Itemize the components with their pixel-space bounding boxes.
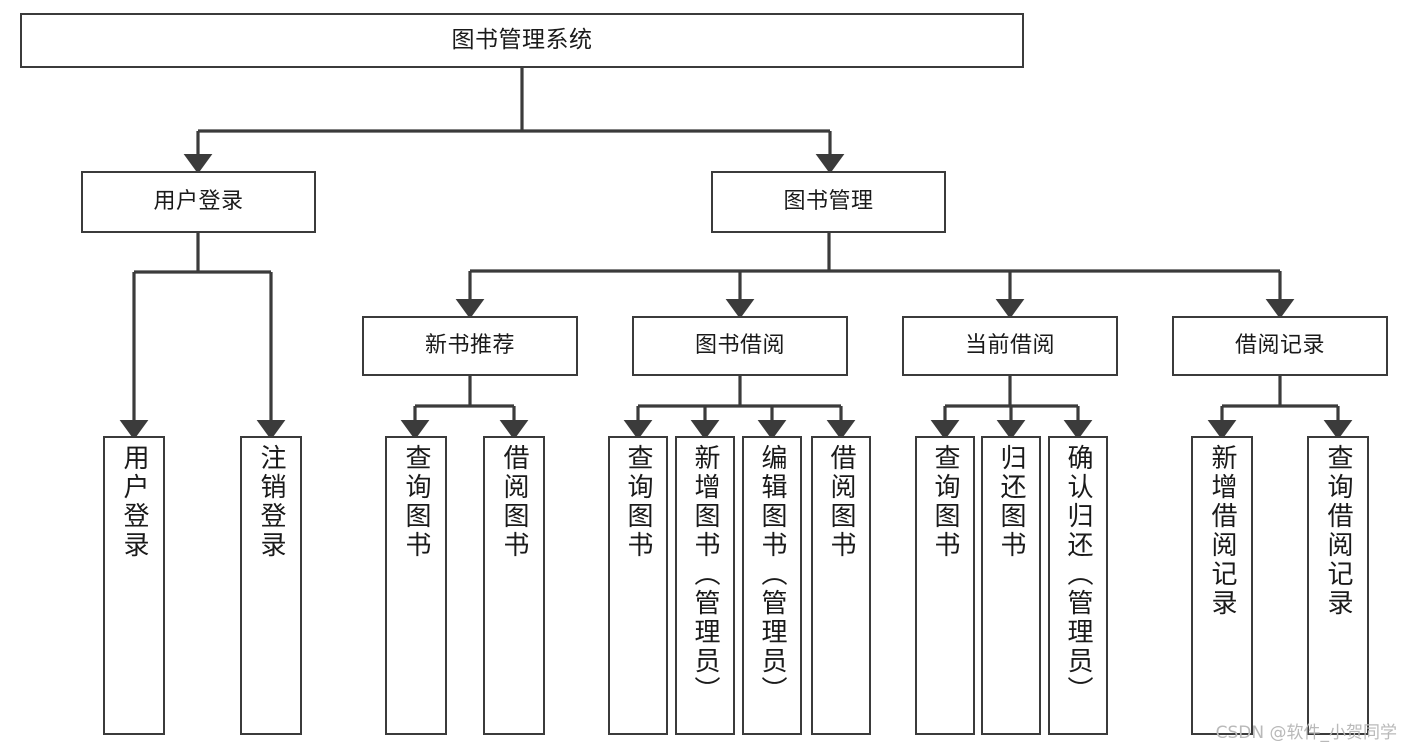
node-user-login[interactable]: 用户登录	[81, 171, 316, 233]
leaf-return-book-label: 归还图书	[996, 444, 1026, 560]
leaf-user-login-label: 用户登录	[119, 444, 149, 560]
leaf-query-borrow-record[interactable]: 查询借阅记录	[1307, 436, 1369, 735]
leaf-add-book[interactable]: 新增图书（管理员）	[675, 436, 735, 735]
node-root-system-label: 图书管理系统	[451, 27, 593, 54]
node-new-book-recommend-label: 新书推荐	[424, 333, 515, 359]
node-borrow-record[interactable]: 借阅记录	[1172, 316, 1388, 376]
leaf-query-book-recommend[interactable]: 查询图书	[385, 436, 447, 735]
node-current-borrow-label: 当前借阅	[964, 333, 1055, 359]
node-root-system[interactable]: 图书管理系统	[20, 13, 1024, 68]
leaf-user-login[interactable]: 用户登录	[103, 436, 165, 735]
leaf-confirm-return-label: 确认归还（管理员）	[1063, 444, 1093, 705]
leaf-add-borrow-record-label: 新增借阅记录	[1207, 444, 1237, 618]
node-book-borrow[interactable]: 图书借阅	[632, 316, 848, 376]
leaf-add-book-label: 新增图书（管理员）	[690, 444, 720, 705]
leaf-edit-book[interactable]: 编辑图书（管理员）	[742, 436, 802, 735]
node-book-manage[interactable]: 图书管理	[711, 171, 946, 233]
leaf-logout-login-label: 注销登录	[256, 444, 286, 560]
node-borrow-record-label: 借阅记录	[1234, 333, 1325, 359]
leaf-query-book-borrow[interactable]: 查询图书	[608, 436, 668, 735]
leaf-add-borrow-record[interactable]: 新增借阅记录	[1191, 436, 1253, 735]
leaf-query-book-recommend-label: 查询图书	[401, 444, 431, 560]
leaf-query-book-current-label: 查询图书	[930, 444, 960, 560]
node-user-login-label: 用户登录	[153, 189, 244, 215]
node-book-borrow-label: 图书借阅	[694, 333, 785, 359]
leaf-confirm-return[interactable]: 确认归还（管理员）	[1048, 436, 1108, 735]
leaf-query-book-current[interactable]: 查询图书	[915, 436, 975, 735]
leaf-query-book-borrow-label: 查询图书	[623, 444, 653, 560]
leaf-logout-login[interactable]: 注销登录	[240, 436, 302, 735]
leaf-borrow-book-recommend[interactable]: 借阅图书	[483, 436, 545, 735]
node-new-book-recommend[interactable]: 新书推荐	[362, 316, 578, 376]
leaf-query-borrow-record-label: 查询借阅记录	[1323, 444, 1353, 618]
node-current-borrow[interactable]: 当前借阅	[902, 316, 1118, 376]
leaf-borrow-book-borrow-label: 借阅图书	[826, 444, 856, 560]
leaf-return-book[interactable]: 归还图书	[981, 436, 1041, 735]
leaf-borrow-book-recommend-label: 借阅图书	[499, 444, 529, 560]
node-book-manage-label: 图书管理	[783, 189, 874, 215]
csdn-watermark: CSDN @软件_小贺同学	[1215, 723, 1397, 743]
leaf-edit-book-label: 编辑图书（管理员）	[757, 444, 787, 705]
leaf-borrow-book-borrow[interactable]: 借阅图书	[811, 436, 871, 735]
